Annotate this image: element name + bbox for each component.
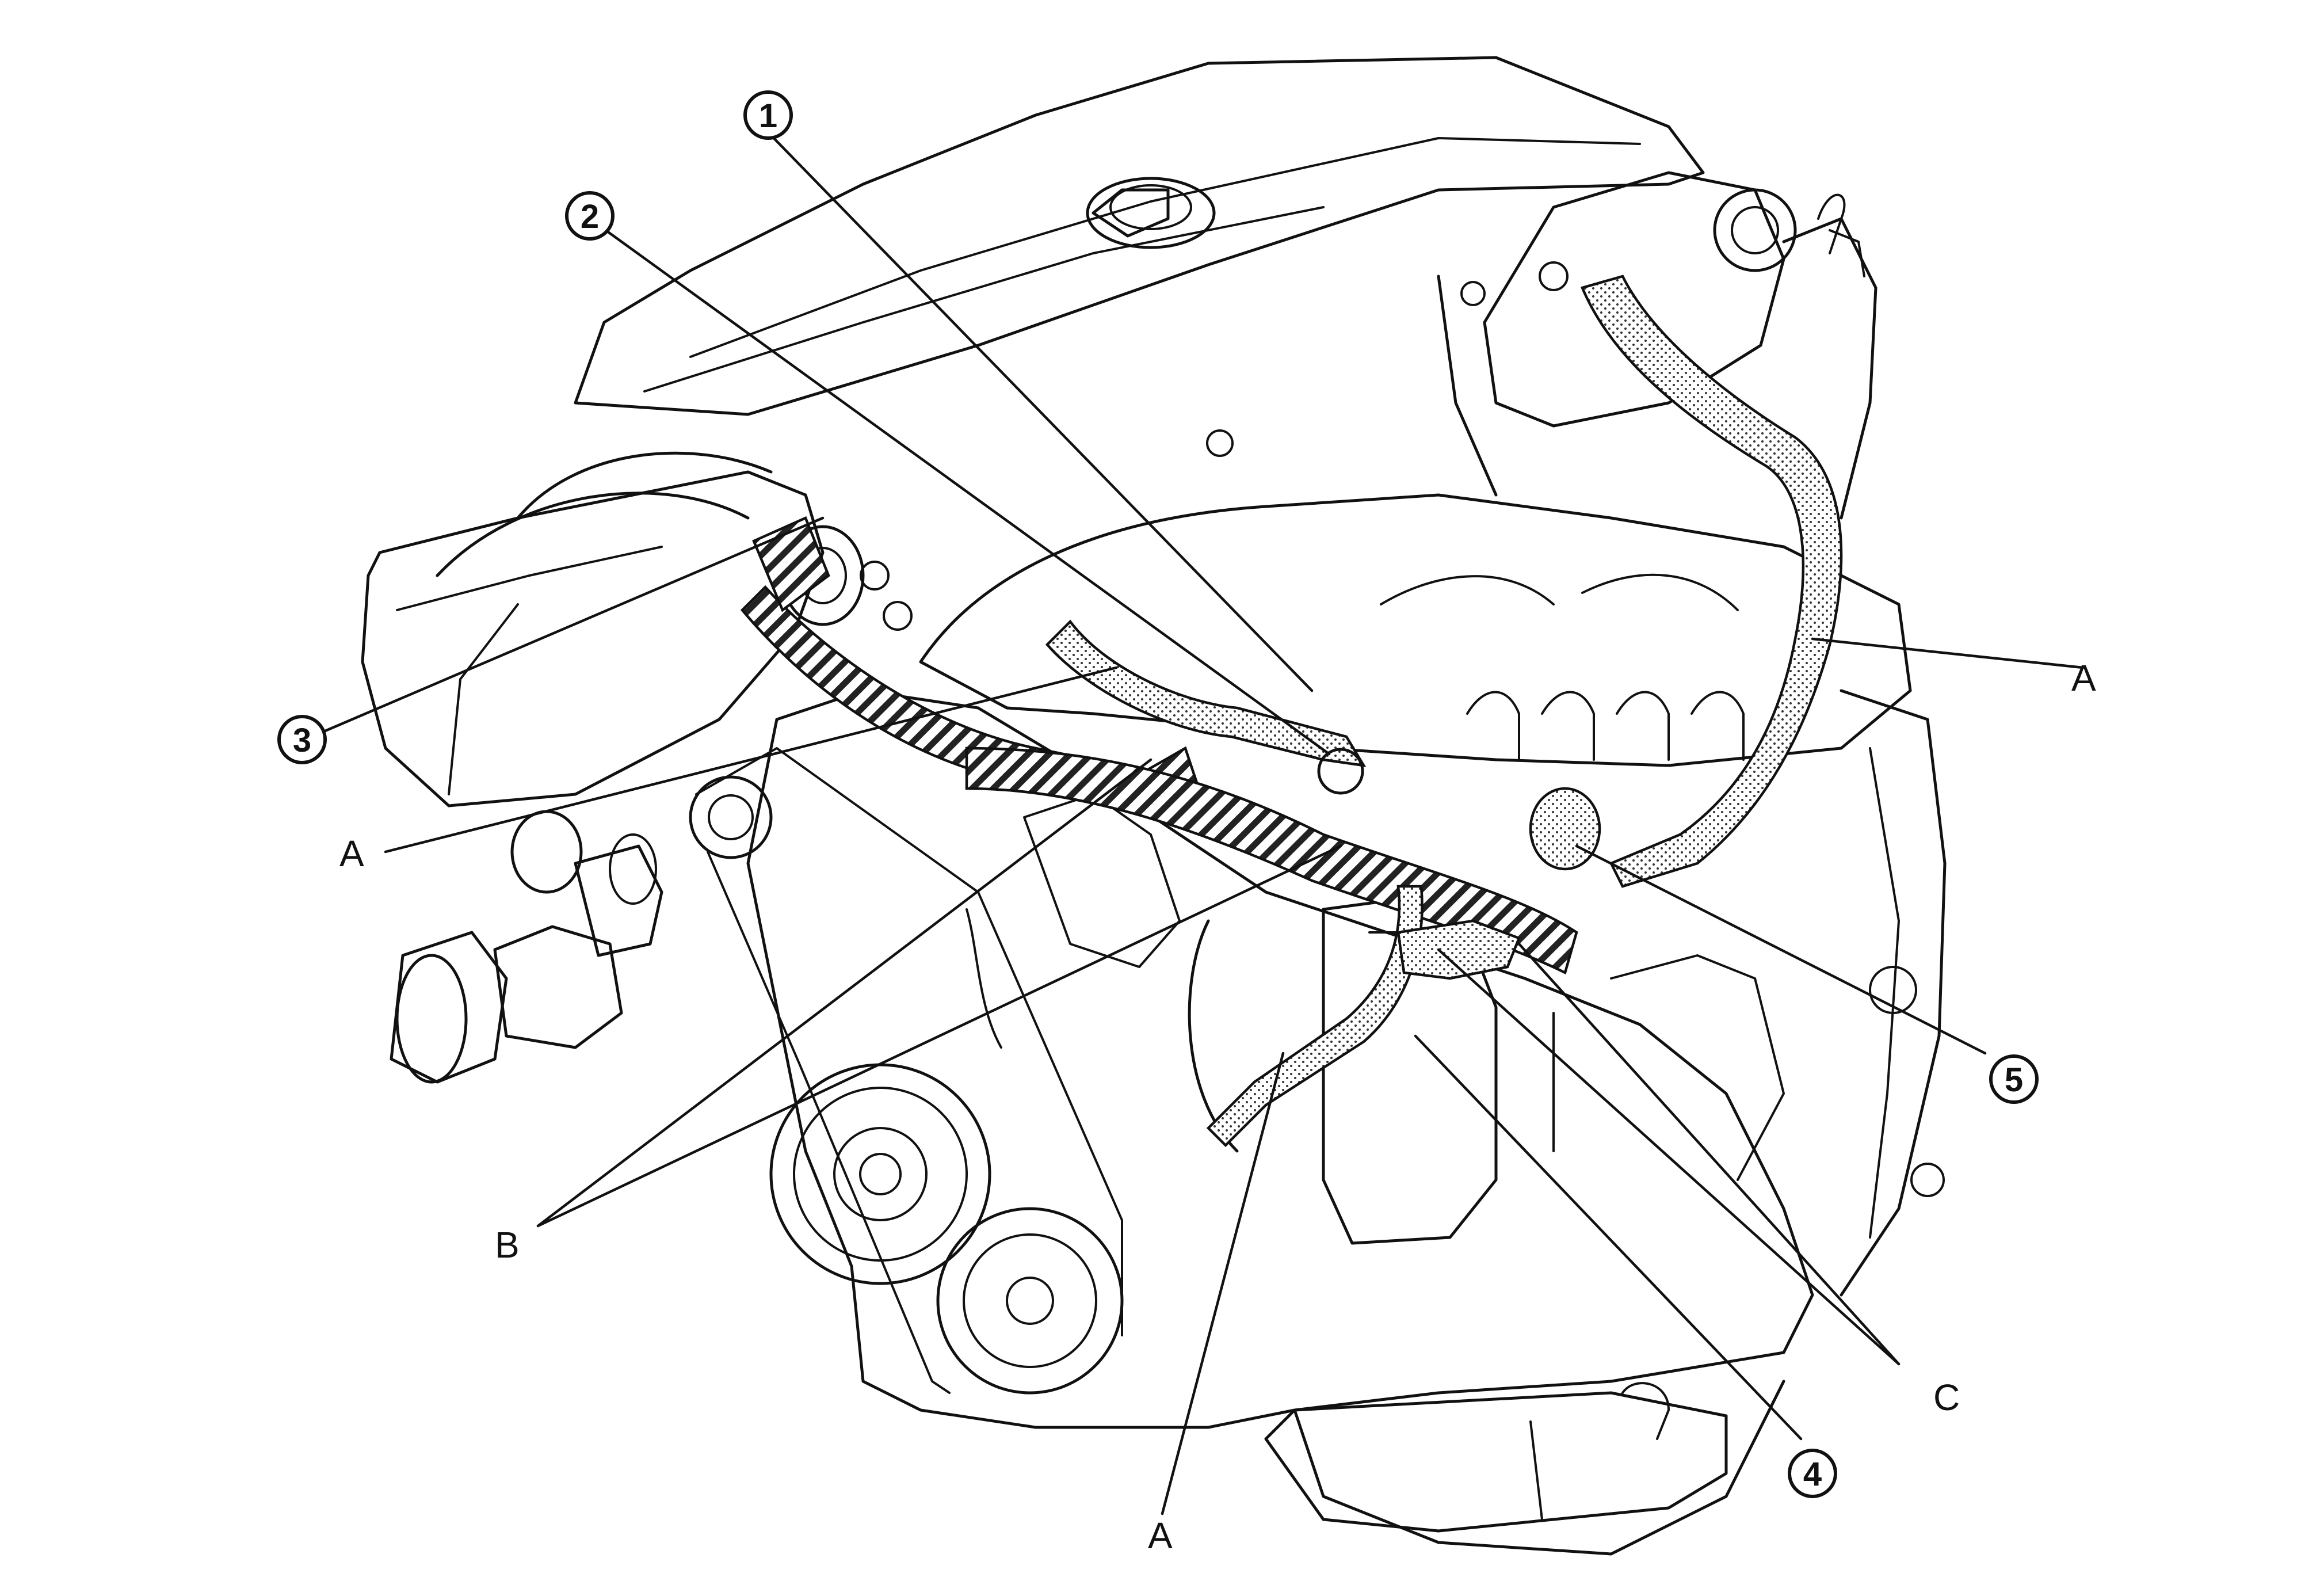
connector-3 bbox=[752, 516, 830, 612]
hose-a-upper bbox=[1580, 275, 1843, 888]
callout-2: 2 bbox=[565, 191, 615, 241]
harness-b-lower bbox=[965, 746, 1578, 975]
label-a-right: A bbox=[2071, 657, 2096, 699]
label-a-left: A bbox=[339, 833, 364, 874]
label-b: B bbox=[495, 1224, 520, 1266]
callout-3: 3 bbox=[277, 715, 327, 764]
harness-routing bbox=[740, 275, 1843, 1148]
callout-3-text: 3 bbox=[293, 722, 311, 759]
label-a-bottom: A bbox=[1148, 1515, 1173, 1556]
callout-4: 4 bbox=[1788, 1449, 1837, 1498]
callout-1: 1 bbox=[743, 90, 793, 140]
callout-5: 5 bbox=[1989, 1054, 2039, 1104]
sensor-5-body bbox=[1529, 787, 1601, 871]
connector-c bbox=[1396, 919, 1521, 980]
callout-2-text: 2 bbox=[581, 198, 599, 235]
label-c: C bbox=[1933, 1377, 1960, 1418]
callout-4-text: 4 bbox=[1803, 1456, 1822, 1493]
hose-a-lower bbox=[1206, 885, 1424, 1148]
leader-lines bbox=[323, 131, 2085, 1515]
callout-5-text: 5 bbox=[2005, 1061, 2023, 1099]
callout-1-text: 1 bbox=[759, 97, 777, 135]
